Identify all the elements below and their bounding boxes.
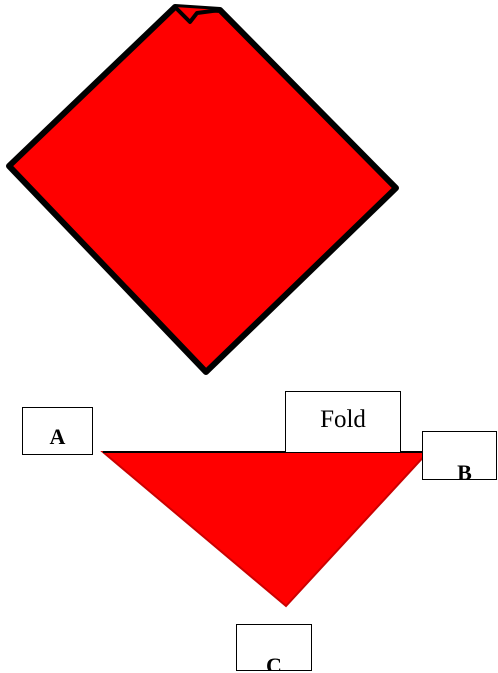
label-b: B bbox=[422, 431, 497, 480]
label-fold-text: Fold bbox=[320, 406, 366, 433]
label-a: A bbox=[22, 407, 93, 455]
label-c: C bbox=[236, 624, 312, 671]
label-b-text: B bbox=[457, 459, 472, 480]
square-paper-diamond bbox=[6, 4, 399, 375]
folded-triangle-shape bbox=[100, 451, 431, 608]
label-a-text: A bbox=[49, 424, 66, 449]
folded-corner-flap bbox=[173, 5, 221, 24]
label-fold: Fold bbox=[285, 391, 401, 453]
folded-triangle bbox=[100, 451, 431, 608]
label-c-text: C bbox=[266, 652, 282, 671]
square-paper bbox=[6, 4, 399, 375]
